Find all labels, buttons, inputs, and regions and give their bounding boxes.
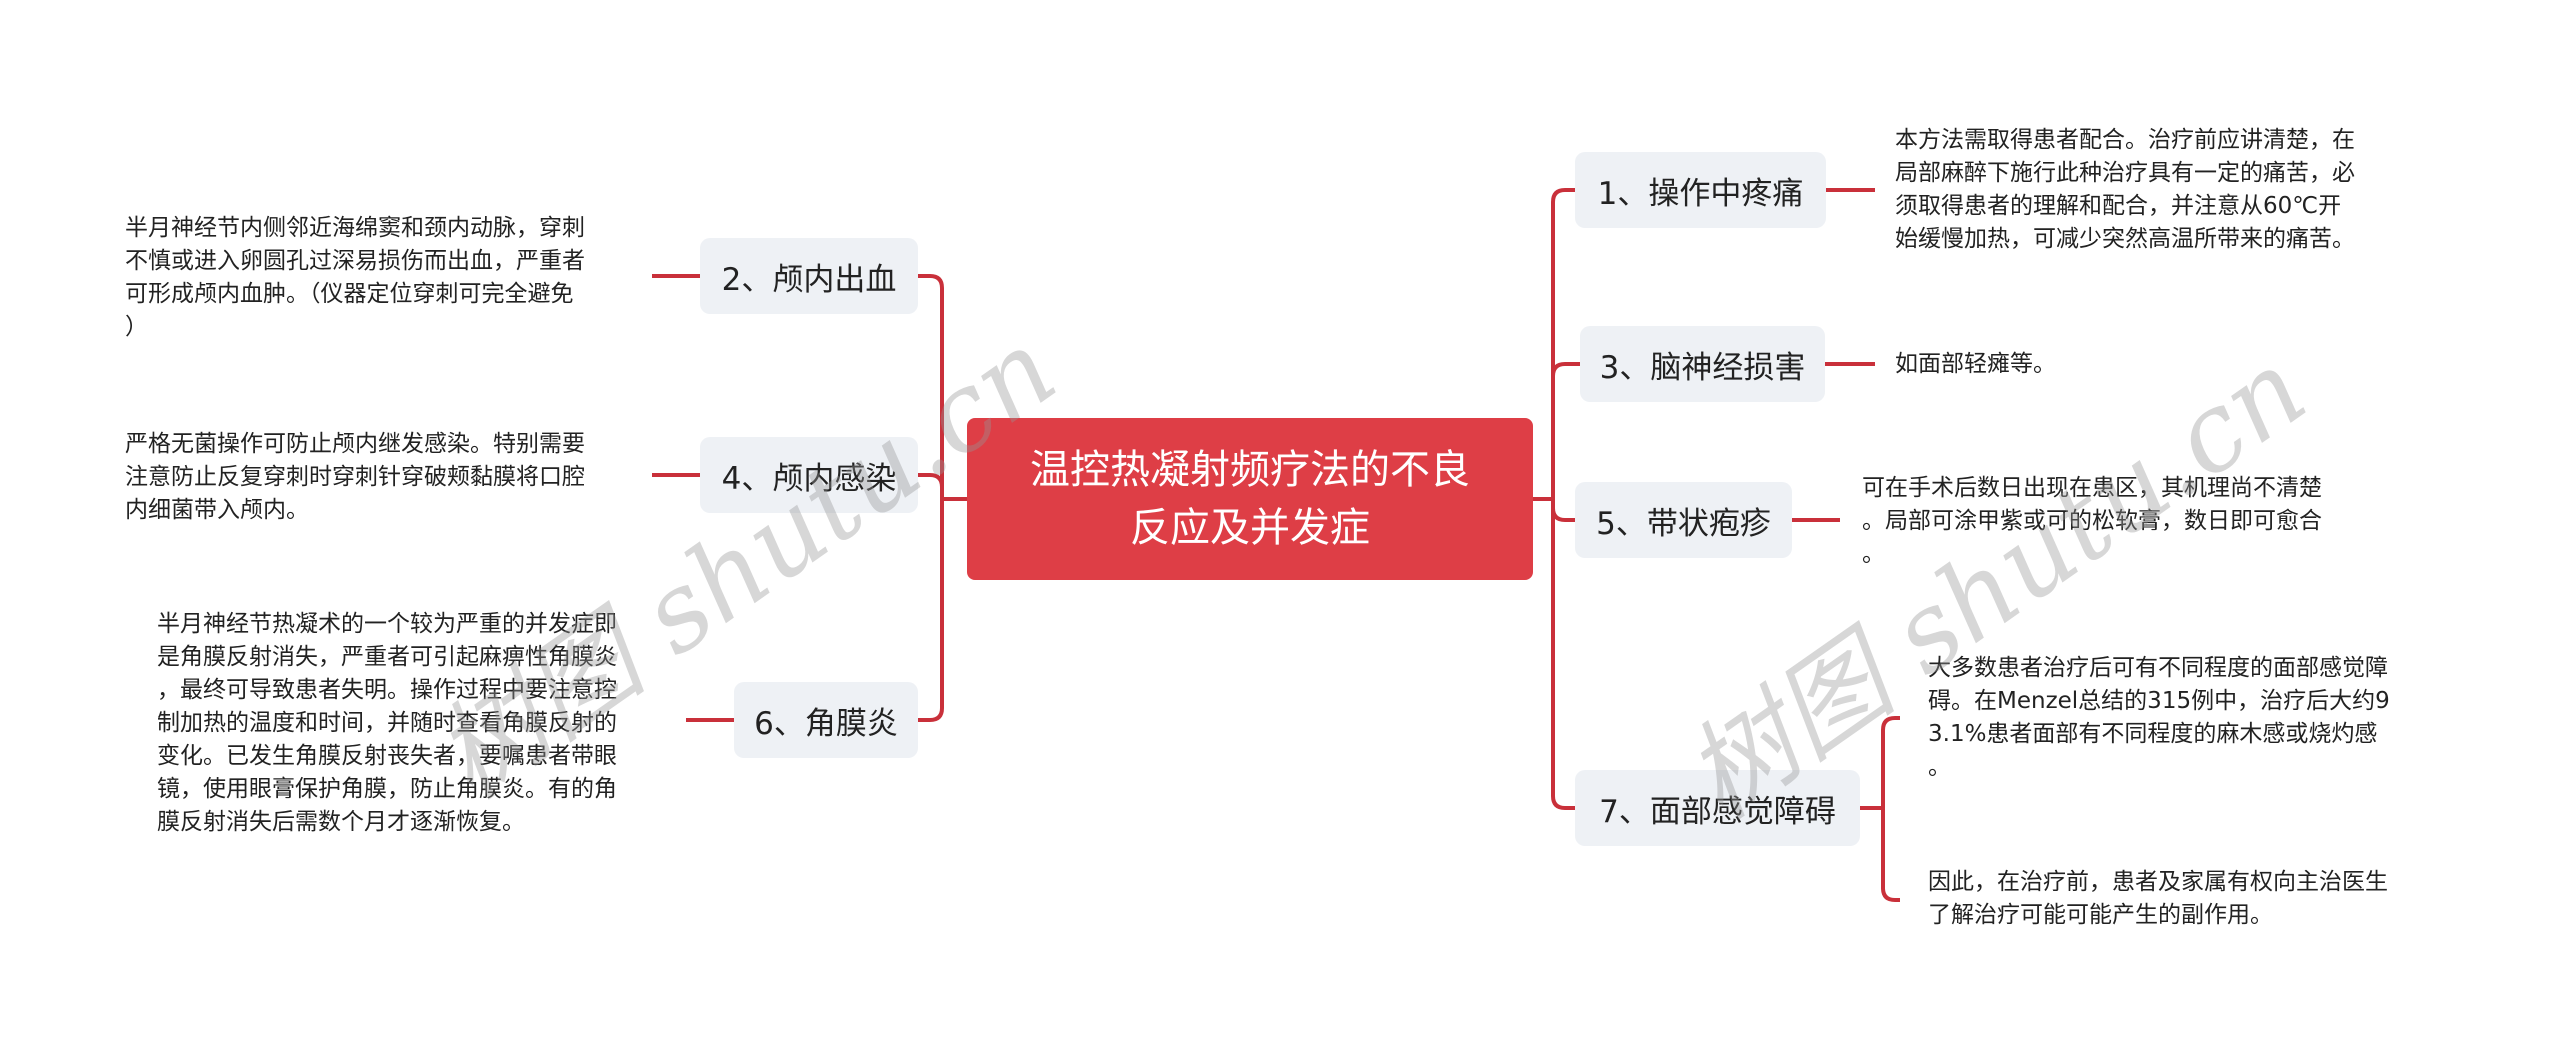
topic-keratitis[interactable]: 6、角膜炎: [734, 682, 918, 758]
topic-facial-sensory-disorder[interactable]: 7、面部感觉障碍: [1575, 770, 1860, 846]
root-topic[interactable]: 温控热凝射频疗法的不良 反应及并发症: [967, 418, 1533, 580]
topic-herpes-zoster[interactable]: 5、带状疱疹: [1575, 482, 1792, 558]
topic-label: 1、操作中疼痛: [1597, 175, 1804, 212]
note-intracranial-infection: 严格无菌操作可防止颅内继发感染。特别需要 注意防止反复穿刺时穿刺针穿破颊黏膜将口…: [125, 431, 585, 523]
note-intracranial-hemorrhage: 半月神经节内侧邻近海绵窦和颈内动脉，穿刺 不慎或进入卵圆孔过深易损伤而出血，严重…: [125, 215, 585, 340]
topic-intracranial-hemorrhage[interactable]: 2、颅内出血: [700, 238, 918, 314]
topic-cranial-nerve-damage[interactable]: 3、脑神经损害: [1580, 326, 1825, 402]
topic-label: 4、颅内感染: [721, 460, 897, 497]
note-facial-sensory-2: 因此，在治疗前，患者及家属有权向主治医生 了解治疗可能可能产生的副作用。: [1928, 869, 2388, 928]
note-keratitis: 半月神经节热凝术的一个较为严重的并发症即 是角膜反射消失，严重者可引起麻痹性角膜…: [157, 611, 617, 835]
topic-intracranial-infection[interactable]: 4、颅内感染: [700, 437, 918, 513]
topic-label: 6、角膜炎: [754, 705, 898, 742]
root-topic-line2: 反应及并发症: [1130, 505, 1370, 551]
topic-label: 5、带状疱疹: [1596, 505, 1771, 542]
topic-intraoperative-pain[interactable]: 1、操作中疼痛: [1575, 152, 1826, 228]
topic-label: 2、颅内出血: [721, 261, 897, 298]
topic-label: 7、面部感觉障碍: [1599, 793, 1836, 830]
note-facial-sensory-1: 大多数患者治疗后可有不同程度的面部感觉障 碍。在Menzel总结的315例中，治…: [1928, 655, 2390, 780]
note-cranial-nerve-damage: 如面部轻瘫等。: [1895, 351, 2056, 377]
note-herpes-zoster: 可在手术后数日出现在患区，其机理尚不清楚 。局部可涂甲紫或可的松软膏，数日即可愈…: [1862, 475, 2322, 567]
topic-label: 3、脑神经损害: [1599, 349, 1806, 386]
note-intraoperative-pain: 本方法需取得患者配合。治疗前应讲清楚，在 局部麻醉下施行此种治疗具有一定的痛苦，…: [1895, 127, 2355, 252]
root-topic-line1: 温控热凝射频疗法的不良: [1030, 447, 1470, 493]
